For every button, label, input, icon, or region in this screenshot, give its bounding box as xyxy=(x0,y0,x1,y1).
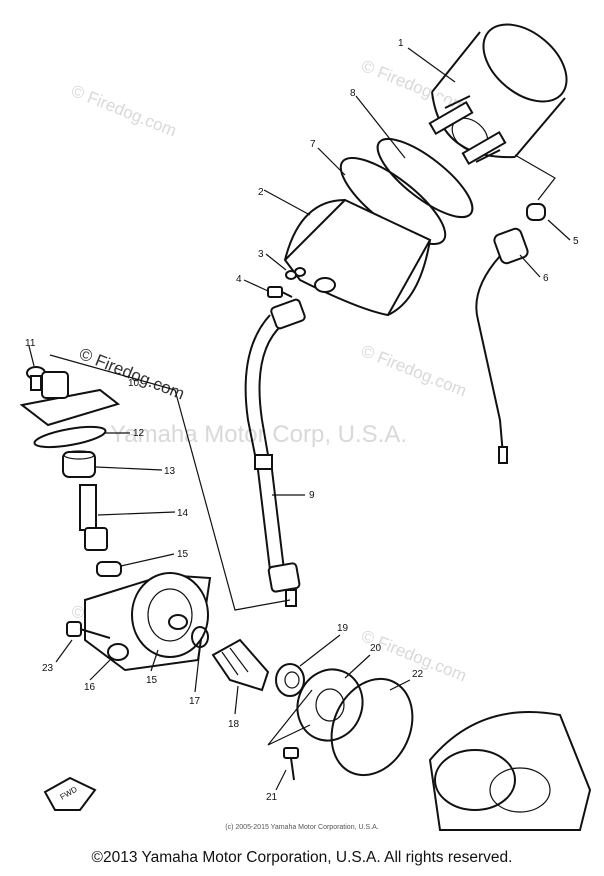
screw-4 xyxy=(267,286,293,298)
callout-19: 19 xyxy=(337,623,349,634)
callout-13: 13 xyxy=(164,466,176,477)
ring-gasket-8 xyxy=(376,137,474,219)
callout-7: 7 xyxy=(310,139,316,150)
credit-line: (c) 2005-2015 Yamaha Motor Corporation, … xyxy=(225,824,379,831)
driven-gear-shaft-14 xyxy=(79,484,108,551)
oil-seal-17 xyxy=(191,626,209,648)
callout-15: 15 xyxy=(177,549,189,560)
callout-23: 23 xyxy=(42,663,54,674)
callout-numbers: 1 8 7 2 3 4 5 6 9 11 10 12 13 14 15 16 1… xyxy=(25,38,579,803)
callout-17: 17 xyxy=(189,696,201,707)
leader-lines xyxy=(28,47,571,791)
front-arrow-icon: FWD xyxy=(43,776,97,811)
watermark: © Firedog.com xyxy=(69,81,180,140)
callout-4: 4 xyxy=(236,274,242,285)
callout-22: 22 xyxy=(412,669,424,680)
copyright-notice: ©2013 Yamaha Motor Corporation, U.S.A. A… xyxy=(91,849,513,866)
washer-15 xyxy=(96,561,122,577)
callout-12: 12 xyxy=(133,428,145,439)
watermark: Yamaha Motor Corp, U.S.A. xyxy=(110,421,407,448)
callout-20: 20 xyxy=(370,643,382,654)
callout-2: 2 xyxy=(258,187,264,198)
callout-1: 1 xyxy=(398,38,404,49)
callout-10: 10 xyxy=(128,378,140,389)
screw-21 xyxy=(283,747,299,781)
callout-18: 18 xyxy=(228,719,240,730)
callout-5: 5 xyxy=(573,236,579,247)
o-ring-22 xyxy=(330,677,414,777)
callout-8: 8 xyxy=(350,88,356,99)
speedometer-gauge xyxy=(428,23,568,166)
washer-3 xyxy=(285,270,297,280)
callout-14: 14 xyxy=(177,508,189,519)
bolt-23 xyxy=(66,621,111,639)
callout-6: 6 xyxy=(543,273,549,284)
bushing-13 xyxy=(62,450,96,478)
meter-housing xyxy=(283,198,432,317)
gear-housing-16 xyxy=(84,572,212,672)
leader-line xyxy=(514,154,556,201)
callout-11: 11 xyxy=(25,338,36,349)
wheel-hub xyxy=(428,711,592,831)
clutch-plate-20 xyxy=(296,668,364,742)
drive-gear-18 xyxy=(211,638,270,692)
leader-line xyxy=(267,689,313,746)
callout-16: 16 xyxy=(84,682,96,693)
speedometer-cable-9 xyxy=(244,298,306,607)
gasket-12 xyxy=(33,425,107,449)
callout-21: 21 xyxy=(266,792,278,803)
callout-3: 3 xyxy=(258,249,264,260)
spacer-19 xyxy=(275,663,305,697)
bulb-5 xyxy=(526,203,546,221)
watermark: © Firedog.com xyxy=(359,341,470,400)
cable-holder-plate-10 xyxy=(19,371,121,427)
callout-9: 9 xyxy=(309,490,315,501)
callout-15b: 15 xyxy=(146,675,158,686)
leader-line xyxy=(49,354,291,611)
bulb-socket-cord-6 xyxy=(475,227,529,464)
